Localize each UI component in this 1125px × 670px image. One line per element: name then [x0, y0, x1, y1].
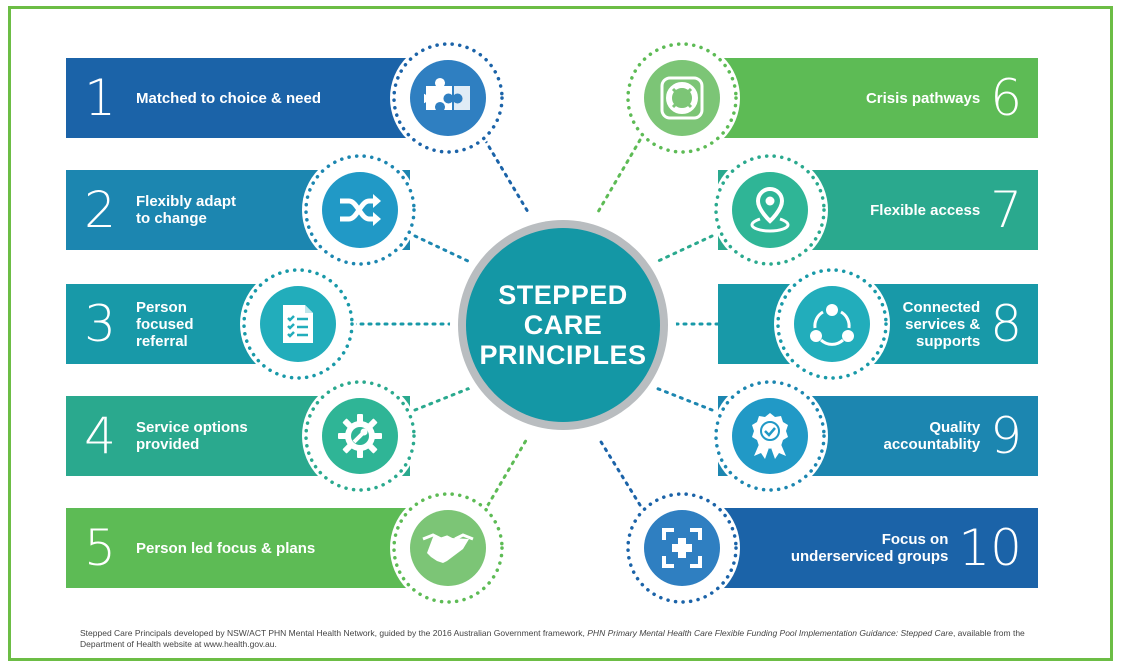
- footnote-text-after: , available from the Department of Healt…: [80, 628, 1025, 649]
- location-pin-icon: [750, 187, 790, 233]
- principle-label: Crisis pathways: [865, 89, 981, 107]
- footnote-italic-title: PHN Primary Mental Health Care Flexible …: [587, 628, 953, 638]
- footnote: Stepped Care Principals developed by NSW…: [80, 628, 1060, 650]
- principle-icon-5: [390, 490, 506, 606]
- principle-number: 3: [84, 295, 116, 353]
- principle-number: 5: [84, 519, 116, 577]
- principle-label: Matched to choice & need: [136, 89, 322, 107]
- principle-icon-9: [712, 378, 828, 494]
- principle-icon-1: [390, 40, 506, 156]
- principle-icon-3: [240, 266, 356, 382]
- award-badge-icon: [752, 413, 788, 459]
- principle-label: Person led focus & plans: [136, 539, 316, 557]
- principle-icon-10: [624, 490, 740, 606]
- network-cycle-icon: [810, 304, 854, 346]
- checklist-document-icon: [283, 305, 313, 343]
- handshake-icon: [422, 533, 474, 563]
- principle-number: 9: [990, 407, 1022, 465]
- principle-bar-6: Crisis pathways 6: [718, 58, 1038, 138]
- principle-icon-2: [302, 152, 418, 268]
- principle-bar-10: Focus on underserviced groups 10: [718, 508, 1038, 588]
- principle-number: 8: [990, 295, 1022, 353]
- medical-cross-frame-icon: [662, 528, 702, 568]
- principle-number: 10: [958, 519, 1022, 577]
- center-hub: STEPPED CARE PRINCIPLES: [450, 212, 676, 438]
- connector-1: [483, 138, 530, 214]
- principle-label: Focus on underserviced groups: [790, 531, 949, 565]
- principle-label: Flexible access: [870, 201, 981, 219]
- principle-icon-4: [302, 378, 418, 494]
- connector-2: [413, 234, 472, 264]
- principle-icon-6: [624, 40, 740, 156]
- connector-10: [596, 435, 642, 507]
- connector-7: [654, 234, 714, 264]
- gear-wrench-icon: [338, 414, 382, 458]
- principle-number: 1: [84, 69, 116, 127]
- footnote-text-before: Stepped Care Principals developed by NSW…: [80, 628, 588, 638]
- center-hub-inner: STEPPED CARE PRINCIPLES: [466, 228, 660, 422]
- principle-label: Flexibly adapt to change: [136, 193, 237, 227]
- principle-icon-8: [774, 266, 890, 382]
- principle-label: Connected services & supports: [902, 298, 981, 350]
- connector-9: [654, 386, 714, 412]
- principle-number: 2: [84, 181, 116, 239]
- principle-number: 4: [84, 407, 116, 465]
- principle-bar-1: 1 Matched to choice & need: [66, 58, 410, 138]
- shuffle-icon: [340, 194, 381, 226]
- principle-number: 7: [990, 181, 1022, 239]
- principle-bar-5: 5 Person led focus & plans: [66, 508, 410, 588]
- center-hub-ring: STEPPED CARE PRINCIPLES: [458, 220, 668, 430]
- connector-6: [596, 138, 642, 214]
- connector-5: [486, 435, 530, 507]
- connector-4: [413, 386, 472, 412]
- principle-icon-7: [712, 152, 828, 268]
- puzzle-icon: [424, 78, 470, 110]
- center-title: STEPPED CARE PRINCIPLES: [479, 280, 647, 370]
- lifebuoy-icon: [660, 76, 704, 120]
- principle-number: 6: [990, 69, 1022, 127]
- principle-label: Service options provided: [136, 419, 248, 453]
- principle-label: Quality accountablity: [883, 419, 981, 453]
- principle-label: Person focused referral: [136, 298, 194, 350]
